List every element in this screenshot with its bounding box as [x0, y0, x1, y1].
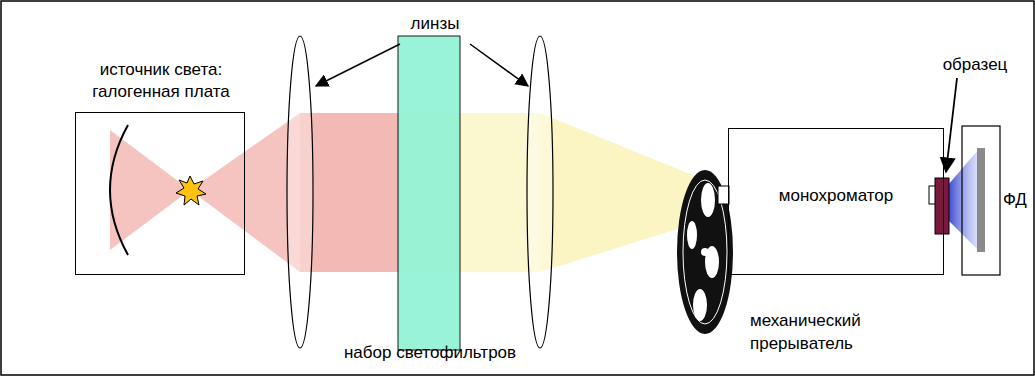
chopper-label: механический прерыватель [750, 310, 910, 356]
lens-label: линзы [380, 13, 490, 36]
photodiode-element [977, 148, 985, 252]
leader-arrow [316, 44, 400, 86]
sample-label: образец [920, 54, 1030, 77]
leader-arrow [946, 78, 957, 172]
leader-arrow [470, 44, 528, 86]
monochromator-box: монохроматор [728, 128, 944, 275]
reflector [110, 125, 128, 255]
reflector-beam [110, 130, 190, 250]
sample-glow [948, 150, 978, 250]
node-text: источник света: галогенная плата [56, 59, 266, 103]
lens [527, 36, 553, 348]
red-beam [300, 113, 400, 272]
filter-set [398, 36, 460, 350]
source-box: источник света: галогенная плата [75, 112, 245, 275]
node-text: монохроматор [729, 185, 943, 207]
photodiode-housing [962, 126, 1000, 275]
divergent-beam [190, 113, 300, 272]
chopper [677, 170, 733, 334]
photodiode-label: ФД [1003, 189, 1033, 212]
sample [935, 178, 949, 234]
filter-label: набор светофильтров [300, 342, 560, 365]
lens [287, 36, 313, 348]
lamp [176, 176, 206, 205]
